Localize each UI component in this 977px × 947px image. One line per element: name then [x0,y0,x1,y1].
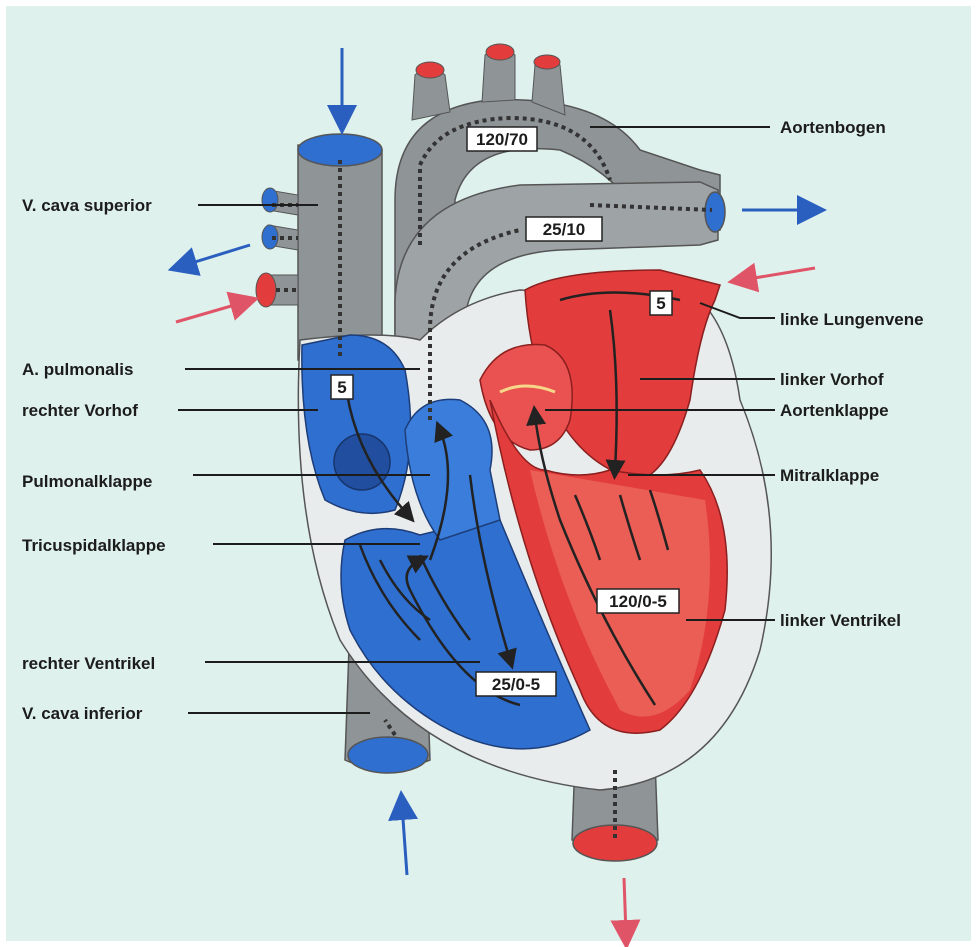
pressure-left-ventricle: 120/0-5 [609,592,667,611]
pressure-left-atrium-box: 5 [650,291,672,315]
arrow-out-descending-aorta [624,878,626,935]
label-v-cava-inferior: V. cava inferior [22,704,143,723]
label-tricuspidalklappe: Tricuspidalklappe [22,536,166,555]
label-a-pulmonalis: A. pulmonalis [22,360,133,379]
pressure-aorta-box: 120/70 [467,127,537,151]
pulmonary-artery-opening [705,192,725,232]
label-aortenbogen: Aortenbogen [780,118,886,137]
label-linker-ventrikel: linker Ventrikel [780,611,901,630]
label-rechter-vorhof: rechter Vorhof [22,401,138,420]
pressure-left-atrium: 5 [656,294,665,313]
pressure-left-ventricle-box: 120/0-5 [597,589,679,613]
label-linke-lungenvene: linke Lungenvene [780,310,924,329]
label-aortenklappe: Aortenklappe [780,401,889,420]
pressure-right-atrium-box: 5 [331,375,353,399]
label-linker-vorhof: linker Vorhof [780,370,884,389]
label-pulmonalklappe: Pulmonalklappe [22,472,152,491]
pressure-right-ventricle-box: 25/0-5 [476,672,556,696]
pressure-pulmonary-artery: 25/10 [543,220,586,239]
label-v-cava-superior: V. cava superior [22,196,152,215]
pressure-right-atrium: 5 [337,378,346,397]
right-pulmonary-vein-opening [256,273,276,307]
descending-aorta-opening [573,825,657,861]
pressure-pulmonary-box: 25/10 [526,217,602,241]
vena-cava-inferior-opening [348,737,428,773]
label-mitralklappe: Mitralklappe [780,466,879,485]
pressure-aorta: 120/70 [476,130,528,149]
label-rechter-ventrikel: rechter Ventrikel [22,654,155,673]
pressure-right-ventricle: 25/0-5 [492,675,540,694]
